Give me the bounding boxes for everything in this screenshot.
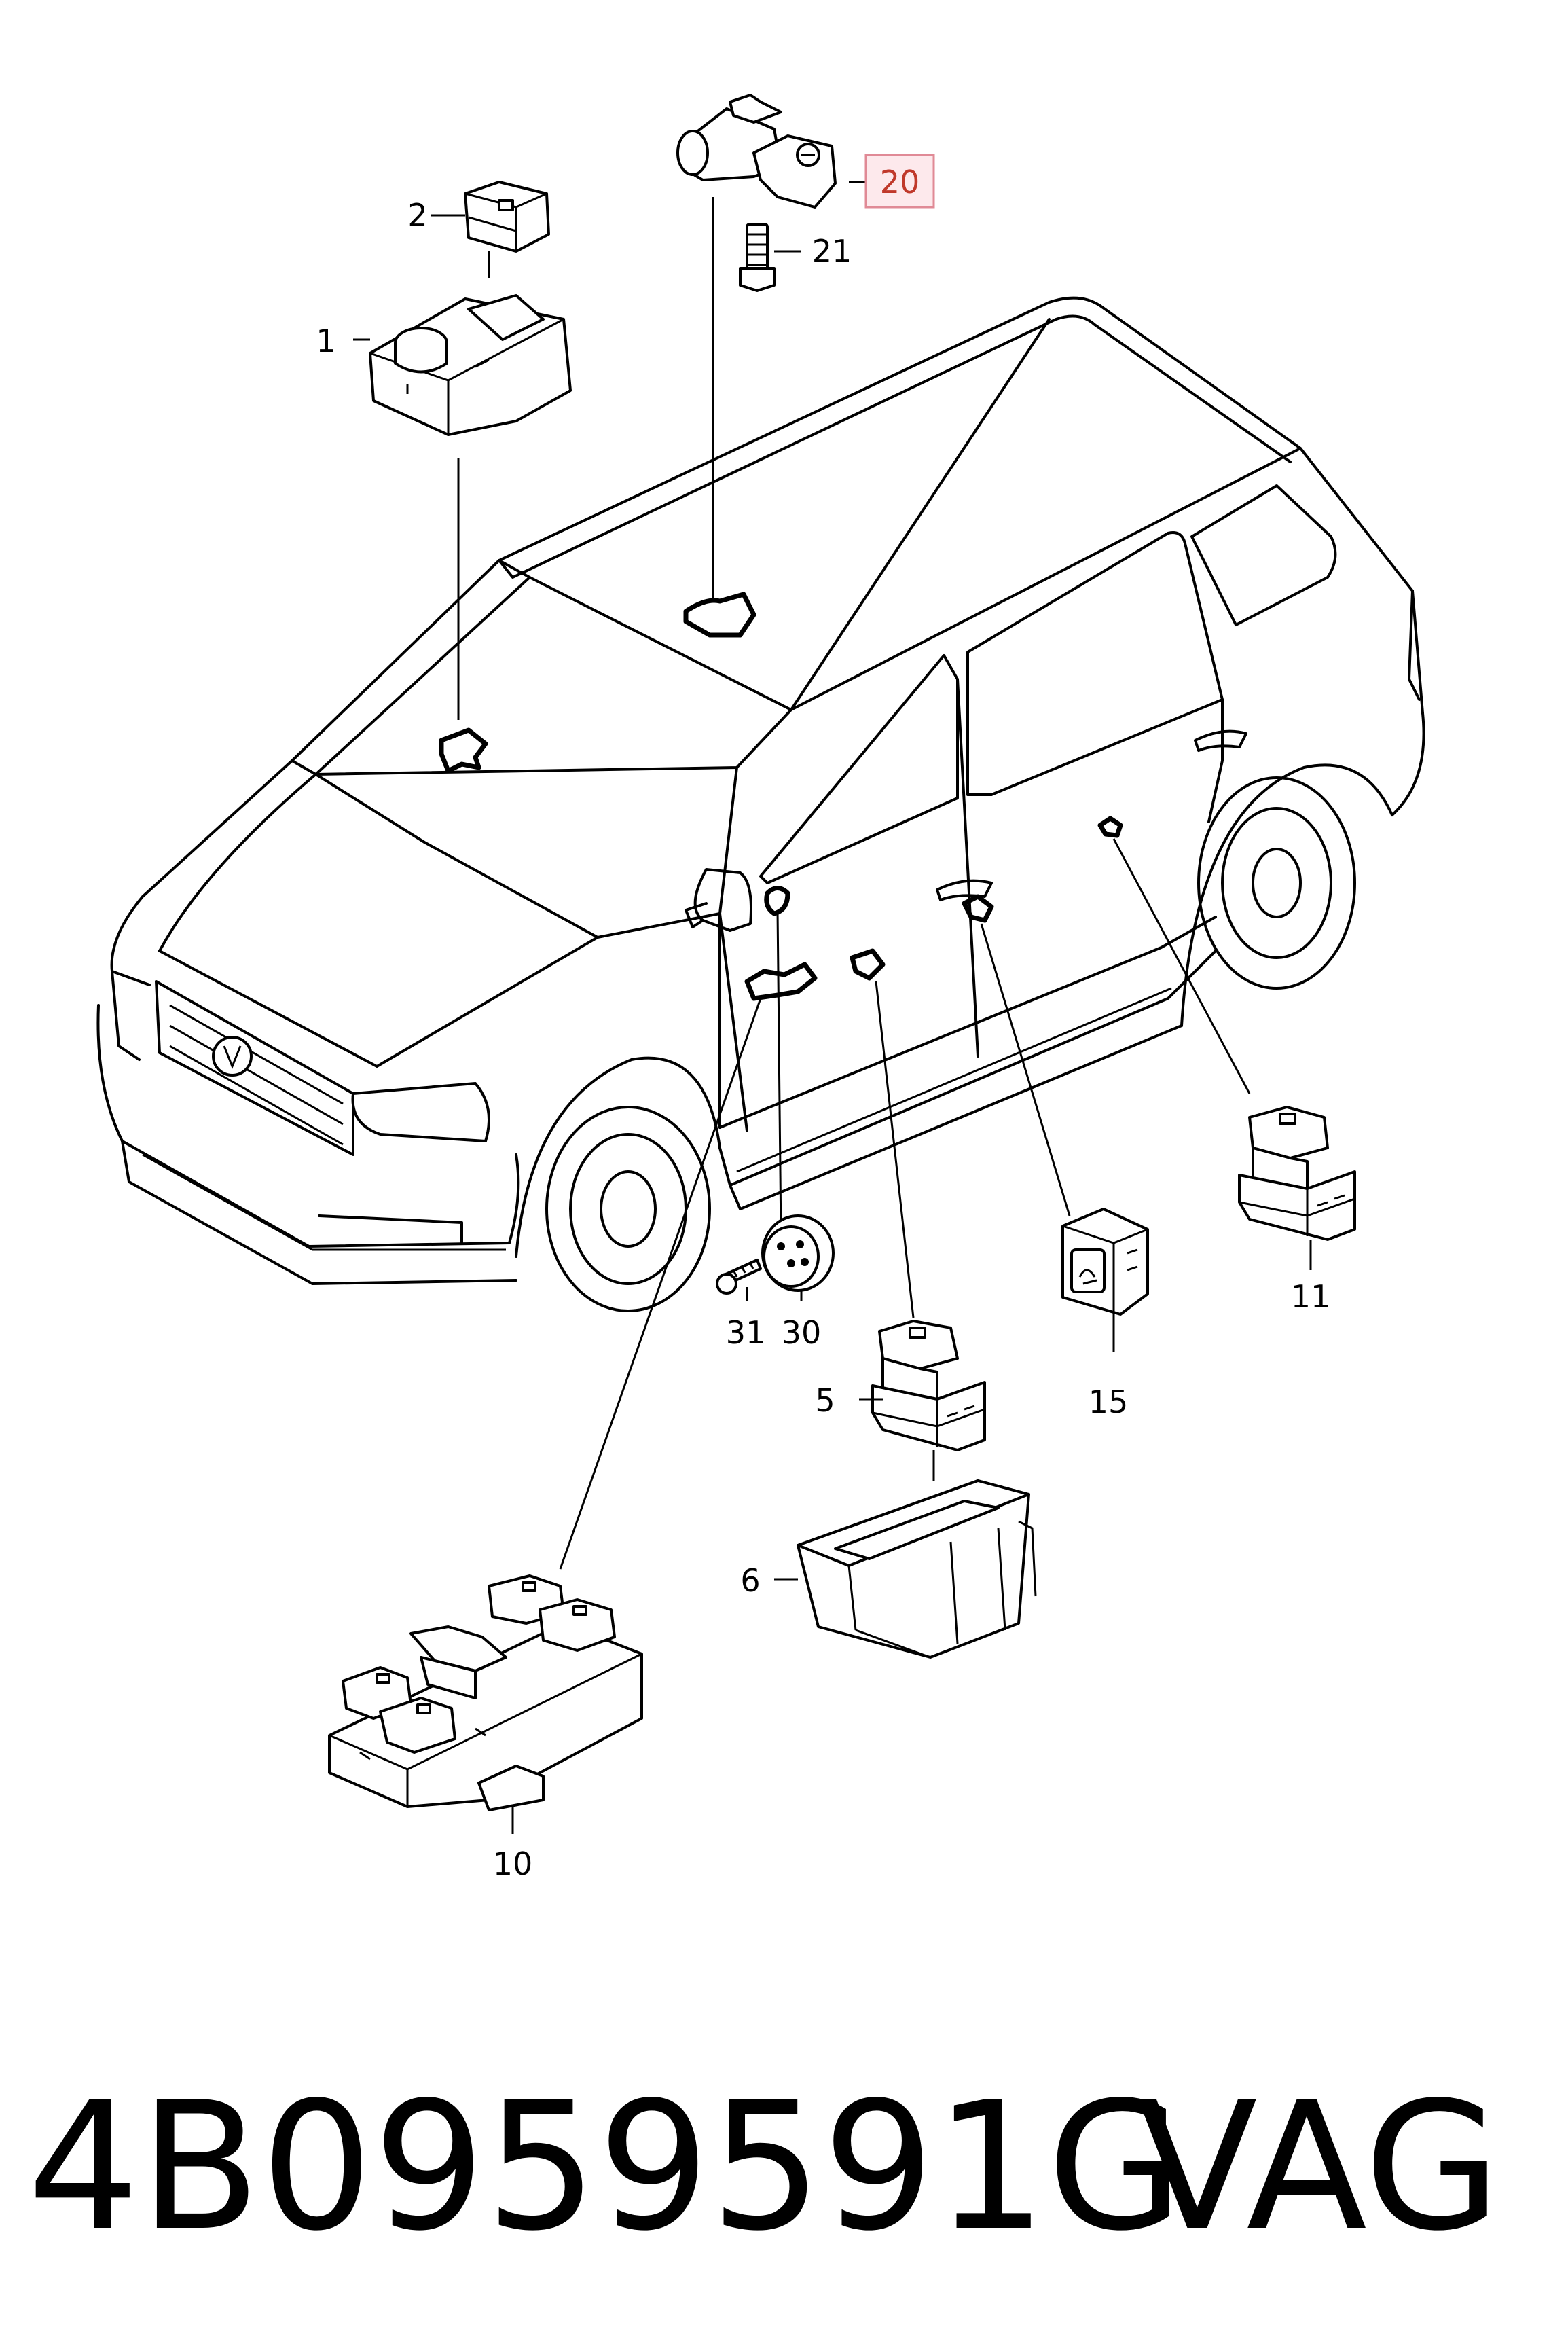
part-30-grommet[interactable] [761, 1214, 835, 1292]
marker-driver-door [744, 962, 818, 1001]
callout-2[interactable]: 2 [407, 197, 427, 234]
callout-6[interactable]: 6 [740, 1562, 760, 1599]
brand-name: VAG [1137, 2065, 1501, 2270]
part-15-child-lock-switch[interactable] [1061, 1208, 1149, 1316]
callout-10[interactable]: 10 [493, 1845, 533, 1882]
part-1-mirror-switch[interactable] [369, 294, 572, 436]
part-6-switch-bezel[interactable] [797, 1479, 1037, 1659]
marker-roof [683, 592, 756, 638]
callout-20-highlight [864, 154, 935, 209]
marker-mirror [764, 886, 790, 916]
part-number: 4B0959591G [27, 2065, 1184, 2270]
part-2-switch[interactable] [464, 181, 550, 253]
callout-11[interactable]: 11 [1291, 1278, 1331, 1315]
part-20-mirror-actuator[interactable] [676, 94, 837, 209]
callout-15[interactable]: 15 [1089, 1384, 1129, 1420]
marker-rear-quarter [1097, 816, 1123, 838]
callout-20[interactable]: 20 [880, 164, 920, 200]
callout-30[interactable]: 30 [782, 1314, 822, 1351]
part-10-window-switch-panel[interactable] [328, 1574, 643, 1811]
marker-passenger-door [850, 948, 886, 981]
callout-31[interactable]: 31 [726, 1314, 766, 1351]
callout-1[interactable]: 1 [316, 323, 335, 359]
part-11-rear-window-switch[interactable] [1238, 1106, 1356, 1241]
callout-5[interactable]: 5 [815, 1382, 835, 1419]
marker-dash [439, 727, 488, 774]
marker-rear-door [962, 894, 994, 923]
leader-lines [457, 197, 1251, 1570]
part-21-screw[interactable] [739, 223, 776, 292]
part-31-screw[interactable] [716, 1259, 762, 1295]
callout-21[interactable]: 21 [812, 233, 852, 270]
mounting-location-markers [439, 592, 1123, 1001]
vehicle-illustration [96, 296, 1425, 1312]
part-5-window-switch[interactable] [871, 1320, 986, 1451]
